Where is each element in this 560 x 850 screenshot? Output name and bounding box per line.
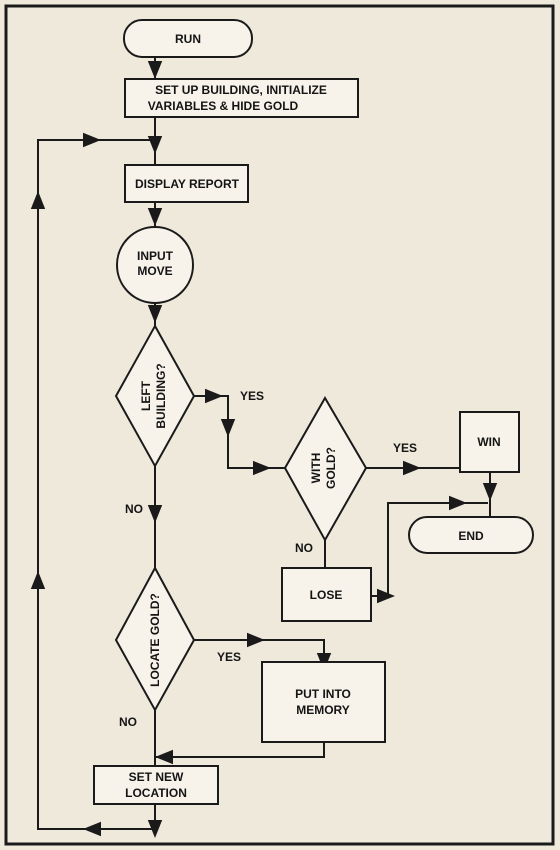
node-left-building-line1: LEFT [139, 380, 153, 411]
node-lose-label: LOSE [310, 588, 343, 602]
label-with-no: NO [295, 541, 313, 555]
node-setup [124, 78, 359, 118]
label-locate-yes: YES [217, 650, 241, 664]
edge-memory-setloc [155, 742, 325, 765]
label-locate-no: NO [119, 715, 137, 729]
edge-loop-c [30, 571, 92, 830]
node-with-gold [283, 396, 368, 543]
node-with-gold-line2: GOLD? [324, 447, 338, 489]
edge-loop-e [37, 132, 101, 200]
label-with-yes: YES [393, 441, 417, 455]
node-run-label: RUN [175, 32, 201, 46]
node-locate-gold-label: LOCATE GOLD? [148, 593, 162, 687]
node-left-building-line2: BUILDING? [154, 363, 168, 428]
node-with-gold-line1: WITH [309, 453, 323, 484]
node-input-move-line1: INPUT [137, 249, 174, 263]
node-display-report-label: DISPLAY REPORT [135, 177, 240, 191]
node-win [459, 411, 520, 473]
label-left-yes: YES [240, 389, 264, 403]
node-setup-line2: VARIABLES & HIDE GOLD [148, 99, 299, 113]
edge-left-yes-c [227, 428, 271, 476]
edge-locate-yes-b [256, 639, 332, 671]
node-setup-line1: SET UP BUILDING, INITIALIZE [155, 83, 327, 97]
node-set-new-location-line2: LOCATION [125, 786, 187, 800]
node-put-into-memory-line1: PUT INTO [295, 687, 351, 701]
node-input-move [116, 226, 194, 304]
node-lose [281, 567, 372, 622]
edge-left-yes-b [214, 395, 236, 437]
diagram-frame [4, 4, 555, 846]
node-put-into-memory-line2: MEMORY [296, 703, 350, 717]
node-win-label: WIN [477, 435, 500, 449]
node-set-new-location [93, 765, 219, 805]
node-run [123, 19, 253, 58]
node-end [408, 516, 534, 554]
node-locate-gold [114, 565, 196, 713]
node-end-label: END [458, 529, 484, 543]
node-left-building [114, 323, 196, 469]
node-input-move-line2: MOVE [137, 264, 172, 278]
label-left-no: NO [125, 502, 143, 516]
node-display-report [124, 164, 249, 203]
edge-lose-end-b [386, 495, 467, 597]
node-put-into-memory [261, 661, 386, 743]
node-set-new-location-line1: SET NEW [129, 770, 184, 784]
